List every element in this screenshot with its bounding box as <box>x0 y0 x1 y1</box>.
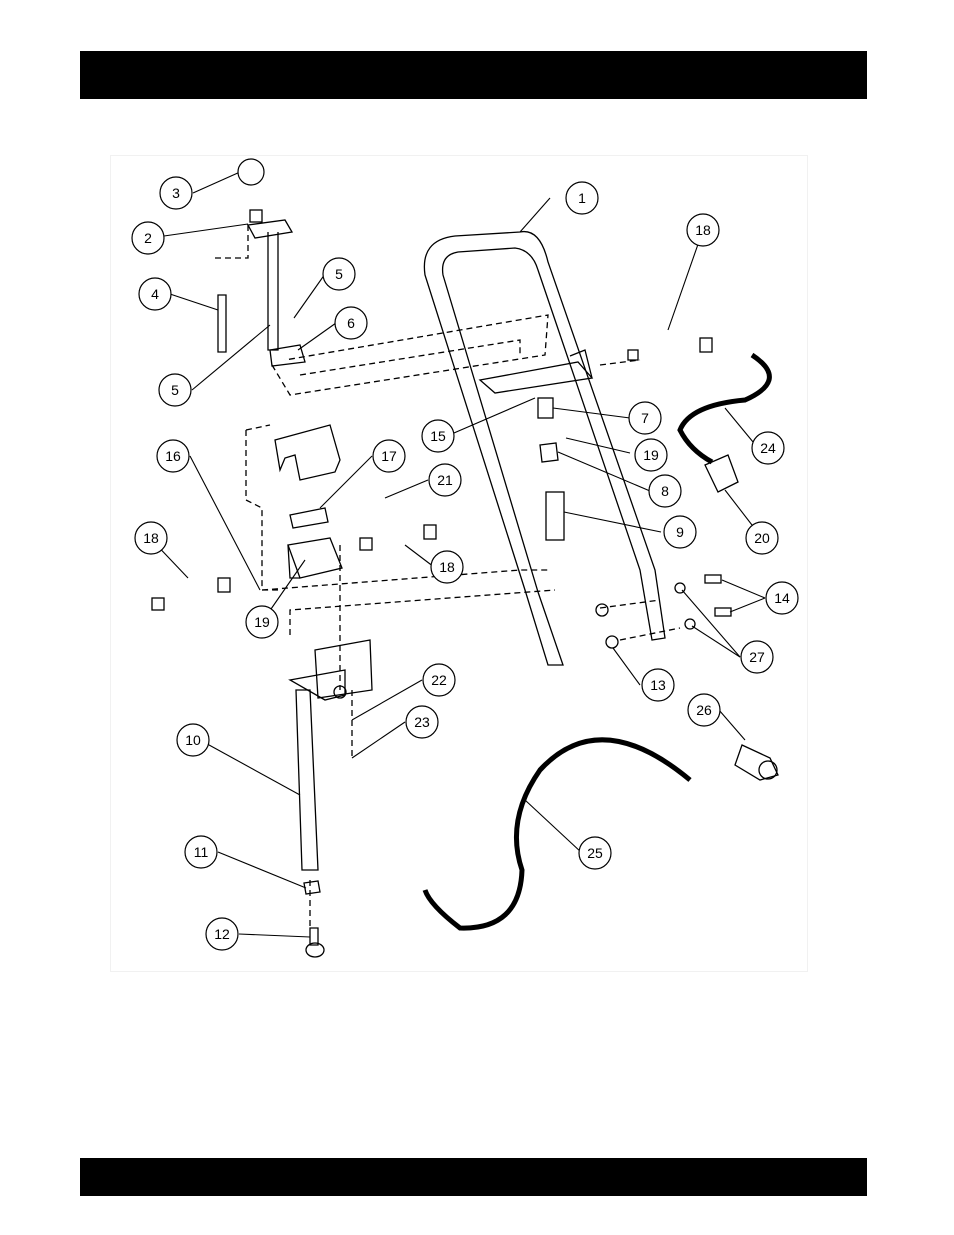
callout-23: 23 <box>406 706 438 738</box>
svg-text:7: 7 <box>641 410 649 426</box>
svg-text:20: 20 <box>754 530 770 546</box>
svg-text:27: 27 <box>749 649 765 665</box>
svg-text:5: 5 <box>335 266 343 282</box>
callout-3-knob <box>238 159 264 185</box>
bolt-4 <box>218 295 226 352</box>
callout-4: 4 <box>139 278 171 310</box>
svg-text:2: 2 <box>144 230 152 246</box>
svg-text:23: 23 <box>414 714 430 730</box>
svg-text:9: 9 <box>676 524 684 540</box>
svg-text:22: 22 <box>431 672 447 688</box>
callout-7: 7 <box>629 402 661 434</box>
callout-18-left: 18 <box>135 522 167 554</box>
callout-24: 24 <box>752 432 784 464</box>
switch <box>290 508 328 528</box>
footer-bar <box>80 1158 867 1196</box>
socket <box>735 745 778 780</box>
callout-11: 11 <box>185 836 217 868</box>
callout-25: 25 <box>579 837 611 869</box>
svg-text:15: 15 <box>430 428 446 444</box>
svg-text:19: 19 <box>643 447 659 463</box>
switch-cover <box>275 425 340 480</box>
callout-1: 1 <box>566 182 598 214</box>
callout-16: 16 <box>157 440 189 472</box>
callout-26: 26 <box>688 694 720 726</box>
knob-cap <box>250 210 262 222</box>
callout-9: 9 <box>664 516 696 548</box>
callout-13: 13 <box>642 669 674 701</box>
threaded-rod <box>268 232 278 350</box>
svg-text:11: 11 <box>194 844 209 860</box>
svg-text:18: 18 <box>439 559 455 575</box>
adjust-plate <box>248 220 292 238</box>
svg-text:24: 24 <box>760 440 776 456</box>
svg-text:10: 10 <box>185 732 201 748</box>
lower-handle <box>296 690 318 870</box>
nut-11 <box>304 881 320 894</box>
svg-text:12: 12 <box>214 926 230 942</box>
callout-6: 6 <box>335 307 367 339</box>
tube-9 <box>546 492 564 540</box>
spacer-7 <box>538 398 553 418</box>
callout-15: 15 <box>422 420 454 452</box>
callout-3: 3 <box>160 177 192 209</box>
svg-text:1: 1 <box>578 190 586 206</box>
svg-text:6: 6 <box>347 315 355 331</box>
svg-text:4: 4 <box>151 286 159 302</box>
svg-text:17: 17 <box>381 448 397 464</box>
svg-text:8: 8 <box>661 483 669 499</box>
callout-19-right: 19 <box>635 439 667 471</box>
callout-18-top: 18 <box>687 214 719 246</box>
svg-text:18: 18 <box>695 222 711 238</box>
svg-text:21: 21 <box>437 472 453 488</box>
knob-8 <box>540 443 558 462</box>
svg-text:3: 3 <box>172 185 180 201</box>
svg-text:5: 5 <box>171 382 179 398</box>
callout-14: 14 <box>766 582 798 614</box>
callout-12: 12 <box>206 918 238 950</box>
svg-text:26: 26 <box>696 702 712 718</box>
callout-22: 22 <box>423 664 455 696</box>
svg-text:14: 14 <box>774 590 790 606</box>
callout-10: 10 <box>177 724 209 756</box>
svg-text:25: 25 <box>587 845 603 861</box>
callout-20: 20 <box>746 522 778 554</box>
svg-text:19: 19 <box>254 614 270 630</box>
handle-frame <box>424 232 665 665</box>
callout-5-bottom: 5 <box>159 374 191 406</box>
callout-27: 27 <box>741 641 773 673</box>
callout-21: 21 <box>429 464 461 496</box>
callout-19-left: 19 <box>246 606 278 638</box>
callout-18-mid: 18 <box>431 551 463 583</box>
power-cord-25 <box>425 740 690 928</box>
callout-5-top: 5 <box>323 258 355 290</box>
callout-17: 17 <box>373 440 405 472</box>
callout-2: 2 <box>132 222 164 254</box>
svg-text:16: 16 <box>165 448 181 464</box>
callout-8: 8 <box>649 475 681 507</box>
svg-text:18: 18 <box>143 530 159 546</box>
svg-text:13: 13 <box>650 677 666 693</box>
